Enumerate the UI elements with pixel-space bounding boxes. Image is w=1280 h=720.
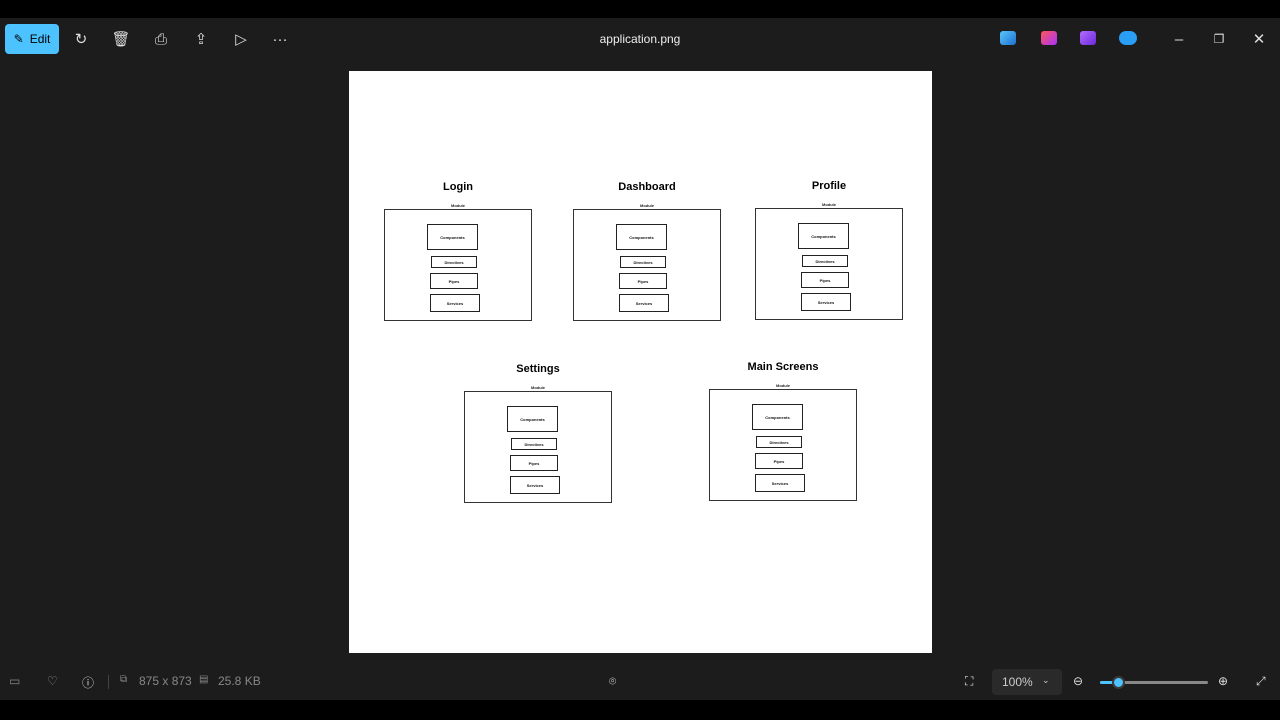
info-icon[interactable]: ⓘ (82, 676, 95, 690)
item-box: Directives (431, 256, 477, 268)
bottom-bar: ▭ ♡ ⓘ ⧉ 875 x 873 ▤ 25.8 KB ⌾ ⛶ 100%⌄ ⊖ … (0, 665, 1280, 700)
dimensions-text: 875 x 873 (139, 674, 192, 688)
chevron-down-icon: ⌄ (1042, 675, 1050, 685)
zoom-in-icon[interactable]: ⊕ (1218, 674, 1229, 688)
item-box: Components (798, 223, 849, 249)
fullscreen-icon[interactable]: ⤢ (1256, 674, 1266, 688)
diagram-title: Profile (811, 180, 847, 192)
file-title: application.png (599, 32, 681, 46)
item-box: Services (801, 293, 851, 311)
visual-search-icon[interactable]: ⌾ (609, 674, 617, 688)
close-icon[interactable]: ✕ (1252, 31, 1266, 48)
slideshow-icon[interactable]: ▷ (235, 31, 247, 48)
module-label: Module (640, 203, 654, 208)
item-box: Pipes (510, 455, 558, 471)
more-icon[interactable]: ··· (272, 30, 288, 48)
module-label: Module (451, 203, 465, 208)
fit-to-window-icon[interactable]: ⛶ (965, 674, 974, 688)
item-box: Components (616, 224, 667, 250)
item-box: Directives (620, 256, 666, 268)
file-size-icon: ▤ (199, 674, 209, 685)
diagram-title: Main Screens (747, 361, 819, 373)
module-label: Module (776, 383, 790, 388)
minimize-icon[interactable]: – (1174, 30, 1184, 48)
item-box: Pipes (430, 273, 478, 289)
video-editor-icon[interactable] (1080, 31, 1096, 45)
photos-window: ✎Edit ↻ 🗑 ⎙ ⇪ ▷ ··· application.png – ❐ … (0, 18, 1280, 700)
zoom-level-select[interactable]: 100%⌄ (992, 669, 1062, 695)
clipchamp-icon[interactable] (1041, 31, 1057, 45)
file-size-text: 25.8 KB (218, 674, 261, 688)
item-box: Directives (511, 438, 557, 450)
item-box: Pipes (755, 453, 803, 469)
print-icon[interactable]: ⎙ (154, 30, 167, 48)
share-icon[interactable]: ⇪ (194, 31, 208, 48)
designer-app-icon[interactable] (1000, 31, 1016, 45)
item-box: Pipes (801, 272, 849, 288)
item-box: Services (510, 476, 560, 494)
item-box: Directives (756, 436, 802, 448)
top-toolbar: ✎Edit ↻ 🗑 ⎙ ⇪ ▷ ··· application.png – ❐ … (0, 18, 1280, 60)
zoom-out-icon[interactable]: ⊖ (1073, 674, 1084, 688)
zoom-slider-fill (1100, 681, 1119, 684)
zoom-slider[interactable] (1100, 676, 1208, 689)
item-box: Services (619, 294, 669, 312)
divider (108, 675, 109, 689)
item-box: Pipes (619, 273, 667, 289)
item-box: Services (430, 294, 480, 312)
diagram-title: Dashboard (618, 181, 676, 193)
module-label: Module (531, 385, 545, 390)
item-box: Directives (802, 255, 848, 267)
diagram-title: Settings (516, 363, 560, 375)
item-box: Services (755, 474, 805, 492)
dimensions-icon: ⧉ (120, 674, 128, 685)
edit-button[interactable]: ✎Edit (5, 24, 59, 54)
restore-icon[interactable]: ❐ (1213, 32, 1225, 46)
rotate-icon[interactable]: ↻ (74, 31, 88, 48)
item-box: Components (752, 404, 803, 430)
module-label: Module (822, 202, 836, 207)
filmstrip-icon[interactable]: ▭ (9, 674, 21, 688)
onedrive-icon[interactable] (1119, 31, 1137, 45)
zoom-slider-thumb[interactable] (1112, 676, 1126, 689)
item-box: Components (507, 406, 558, 432)
diagram-title: Login (443, 181, 473, 193)
edit-image-icon: ✎ (13, 32, 24, 46)
delete-icon[interactable]: 🗑 (111, 31, 131, 48)
favorite-icon[interactable]: ♡ (47, 674, 58, 688)
item-box: Components (427, 224, 478, 250)
